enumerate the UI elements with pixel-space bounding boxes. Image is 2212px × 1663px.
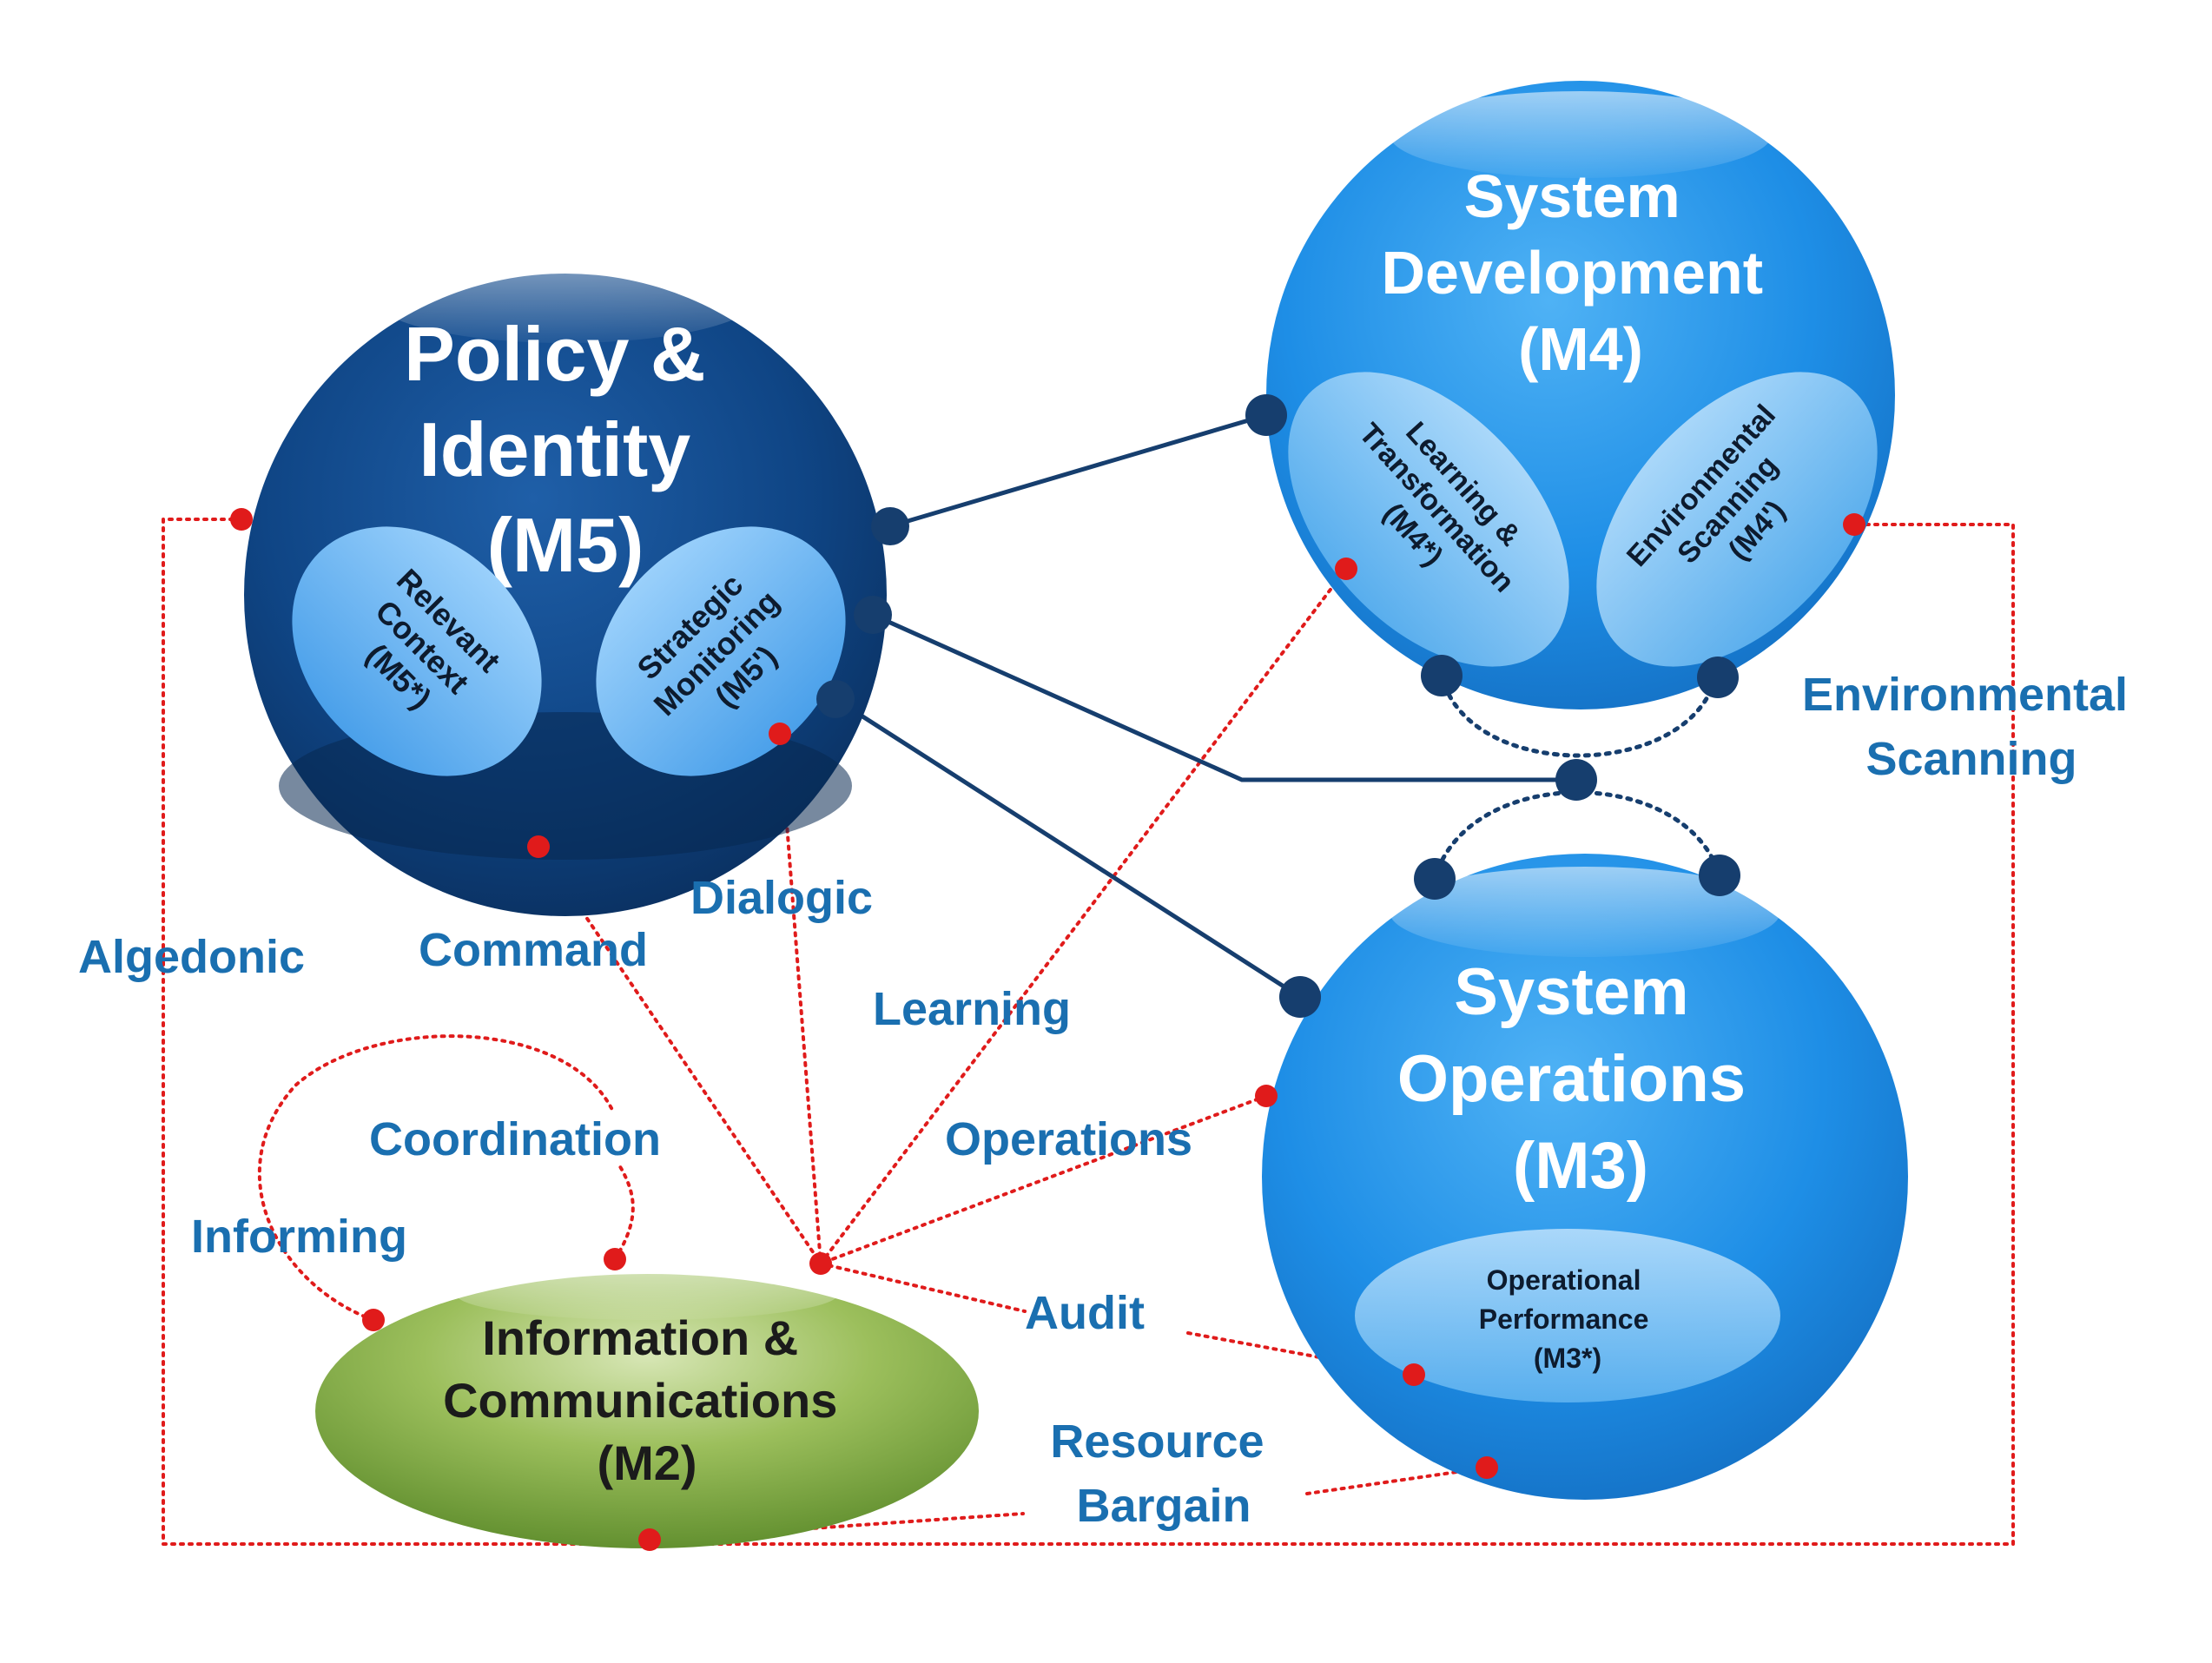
- m3-resource-dot: [1476, 1456, 1498, 1479]
- red-dots: [230, 508, 1865, 1551]
- m2-title: Information & Communications (M2): [443, 1310, 851, 1490]
- label-algedonic: Algedonic: [78, 931, 305, 983]
- m4-port-1: [1245, 394, 1287, 436]
- node-m5: Policy & Identity (M5) Relevant Context …: [244, 247, 887, 916]
- navy-dots: [816, 394, 1740, 1018]
- m4-title: System Development (M4): [1381, 162, 1780, 383]
- node-m4: System Development (M4) Learning & Trans…: [1266, 81, 1895, 709]
- m3-performance-label: Operational Performance (M3*): [1479, 1264, 1657, 1374]
- learning-line: [819, 567, 1348, 1265]
- m4-homeostat-arc: [1439, 673, 1718, 758]
- operations-line: [819, 1094, 1268, 1265]
- m5-m3-link: [834, 696, 1302, 1000]
- m3-title: System Operations (M3): [1397, 955, 1764, 1203]
- m4-scanning-dot: [1843, 513, 1865, 536]
- algedonic-loop-line: [162, 518, 2015, 1546]
- m5-gloss: [370, 247, 761, 343]
- m5-port-3: [816, 680, 855, 718]
- node-m3: System Operations (M3) Operational Perfo…: [1262, 854, 1908, 1500]
- m2-bottom-dot: [638, 1528, 661, 1551]
- m5-port-1: [871, 507, 909, 545]
- label-operations: Operations: [945, 1113, 1192, 1165]
- m4-gloss: [1390, 91, 1772, 178]
- m4-learning-lobe: [1288, 372, 1569, 667]
- m5-junction-link: [871, 612, 1576, 782]
- label-audit: Audit: [1025, 1287, 1145, 1339]
- label-dialogic: Dialogic: [690, 872, 873, 924]
- informing-loop: [257, 1034, 614, 1322]
- coordination-loop: [613, 1162, 635, 1261]
- label-learning: Learning: [873, 983, 1071, 1035]
- navy-connectors: [834, 412, 1576, 1000]
- label-command: Command: [419, 924, 648, 976]
- homeostat-junction: [1555, 759, 1597, 801]
- m5-dialogic-dot: [769, 723, 791, 745]
- m3-performance-lobe: [1355, 1229, 1780, 1402]
- label-resource-bargain: Resource Bargain: [1050, 1416, 1277, 1532]
- m5-relevant-context-lobe: [292, 526, 542, 776]
- m2-hub-dot: [809, 1252, 832, 1275]
- m3-operations-dot: [1255, 1085, 1278, 1107]
- m5-strategic-monitoring-lobe: [596, 526, 846, 776]
- label-coordination: Coordination: [369, 1113, 661, 1165]
- label-environmental-scanning: Environmental Scanning: [1802, 669, 2141, 785]
- m3-port-3: [1279, 976, 1321, 1018]
- m2-ellipse: [315, 1274, 979, 1548]
- channel-labels: Algedonic Command Dialogic Learning Coor…: [78, 669, 2141, 1532]
- m5-title: Policy & Identity (M5): [404, 311, 727, 588]
- command-line: [537, 845, 822, 1265]
- m4-scanning-lobe: [1596, 372, 1878, 667]
- m5-m4-link: [889, 412, 1267, 529]
- m3-gloss: [1390, 867, 1780, 957]
- m5-command-dot: [527, 835, 550, 858]
- node-m2: Information & Communications (M2): [315, 1268, 979, 1548]
- m2-gloss: [456, 1268, 838, 1320]
- m2-coordination-dot: [604, 1248, 626, 1270]
- m3-port-2: [1699, 855, 1740, 896]
- m5-port-2: [854, 596, 892, 634]
- label-informing: Informing: [191, 1211, 407, 1263]
- m3-port-1: [1414, 858, 1456, 900]
- m2-informing-dot: [362, 1309, 385, 1331]
- audit-line: [819, 1262, 1027, 1313]
- m5-algedonic-dot: [230, 508, 253, 531]
- m3-audit-dot: [1403, 1363, 1425, 1386]
- m4-port-3: [1697, 657, 1739, 698]
- m4-port-2: [1421, 655, 1463, 696]
- m4-learning-dot: [1335, 558, 1357, 580]
